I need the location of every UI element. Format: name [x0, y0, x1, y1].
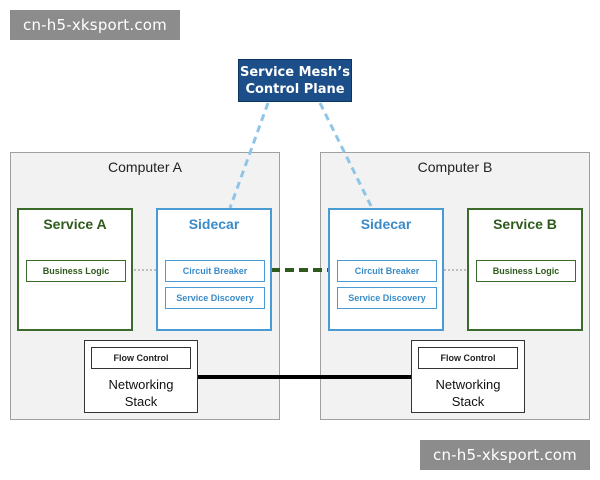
- service-b-title: Service B: [493, 216, 557, 232]
- sidecar-b-title: Sidecar: [360, 216, 412, 232]
- service-a[interactable]: Service A Business Logic: [17, 208, 133, 331]
- business-logic-a[interactable]: Business Logic: [26, 260, 126, 282]
- sidecar-a-title: Sidecar: [188, 216, 240, 232]
- sidecar-b[interactable]: Sidecar Circuit Breaker Service Discover…: [328, 208, 444, 331]
- computer-b-title: Computer B: [417, 159, 493, 175]
- control-plane[interactable]: Service Mesh’s Control Plane: [238, 59, 352, 102]
- service-b[interactable]: Service B Business Logic: [467, 208, 583, 331]
- business-logic-b[interactable]: Business Logic: [476, 260, 576, 282]
- service-a-title: Service A: [43, 216, 107, 232]
- networking-stack-b-line1: Networking: [435, 377, 501, 392]
- control-plane-line1: Service Mesh’s: [240, 64, 350, 80]
- networking-stack-a-line1: Networking: [108, 377, 174, 392]
- networking-stack-a-label: Networking Stack: [85, 376, 197, 410]
- watermark-bottom: cn-h5-xksport.com: [420, 440, 590, 470]
- computer-a-title: Computer A: [108, 159, 182, 175]
- circuit-breaker-b[interactable]: Circuit Breaker: [337, 260, 437, 282]
- networking-stack-b-line2: Stack: [451, 394, 485, 409]
- networking-stack-b[interactable]: Flow Control Networking Stack: [411, 340, 525, 413]
- control-plane-line2: Control Plane: [245, 81, 345, 97]
- flow-control-a[interactable]: Flow Control: [91, 347, 191, 369]
- networking-stack-b-label: Networking Stack: [412, 376, 524, 410]
- control-link-b: [318, 102, 374, 209]
- sidecar-a[interactable]: Sidecar Circuit Breaker Service Discover…: [156, 208, 272, 331]
- watermark-top: cn-h5-xksport.com: [10, 10, 180, 40]
- control-link-a: [228, 102, 270, 209]
- service-discovery-a[interactable]: Service Discovery: [165, 287, 265, 309]
- networking-stack-a-line2: Stack: [124, 394, 158, 409]
- networking-stack-a[interactable]: Flow Control Networking Stack: [84, 340, 198, 413]
- service-discovery-b[interactable]: Service Discovery: [337, 287, 437, 309]
- circuit-breaker-a[interactable]: Circuit Breaker: [165, 260, 265, 282]
- flow-control-b[interactable]: Flow Control: [418, 347, 518, 369]
